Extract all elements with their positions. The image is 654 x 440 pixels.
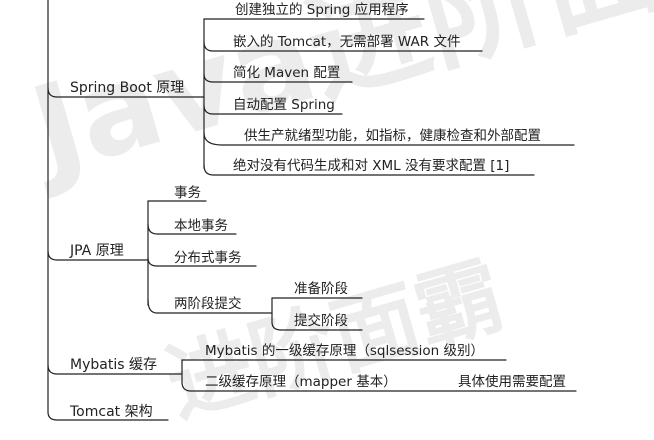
mybatis-subnode-1[interactable]: 具体使用需要配置 (458, 374, 566, 390)
jpa-node-2[interactable]: 本地事务 (174, 218, 228, 234)
spring-node-4[interactable]: 自动配置 Spring (233, 97, 335, 113)
jpa-node-1[interactable]: 事务 (174, 185, 201, 201)
spring-node-5[interactable]: 供生产就绪型功能，如指标，健康检查和外部配置 (244, 128, 541, 144)
mybatis-node-2[interactable]: 二级缓存原理（mapper 基本） (205, 374, 397, 390)
spring-node-2[interactable]: 嵌入的 Tomcat，无需部署 WAR 文件 (233, 34, 461, 50)
spring-node-3[interactable]: 简化 Maven 配置 (233, 65, 341, 81)
section-spring-boot[interactable]: Spring Boot 原理 (70, 80, 185, 96)
jpa-node-4[interactable]: 两阶段提交 (174, 296, 242, 312)
connector-tomcat (47, 411, 169, 421)
connector-jpa (47, 250, 137, 261)
section-jpa[interactable]: JPA 原理 (70, 243, 124, 259)
jpa-subnode-2[interactable]: 提交阶段 (294, 313, 348, 329)
section-tomcat[interactable]: Tomcat 架构 (70, 404, 153, 420)
jpa-subnode-1[interactable]: 准备阶段 (294, 281, 348, 297)
connector-spring-boot (47, 87, 193, 98)
jpa-node-3[interactable]: 分布式事务 (174, 250, 242, 266)
spring-node-6[interactable]: 绝对没有代码生成和对 XML 没有要求配置 [1] (233, 158, 510, 174)
section-mybatis[interactable]: Mybatis 缓存 (70, 357, 157, 373)
connector-mybatis (47, 364, 171, 375)
mybatis-node-1[interactable]: Mybatis 的一级缓存原理（sqlsession 级别） (205, 343, 484, 359)
spring-node-1[interactable]: 创建独立的 Spring 应用程序 (235, 2, 409, 18)
